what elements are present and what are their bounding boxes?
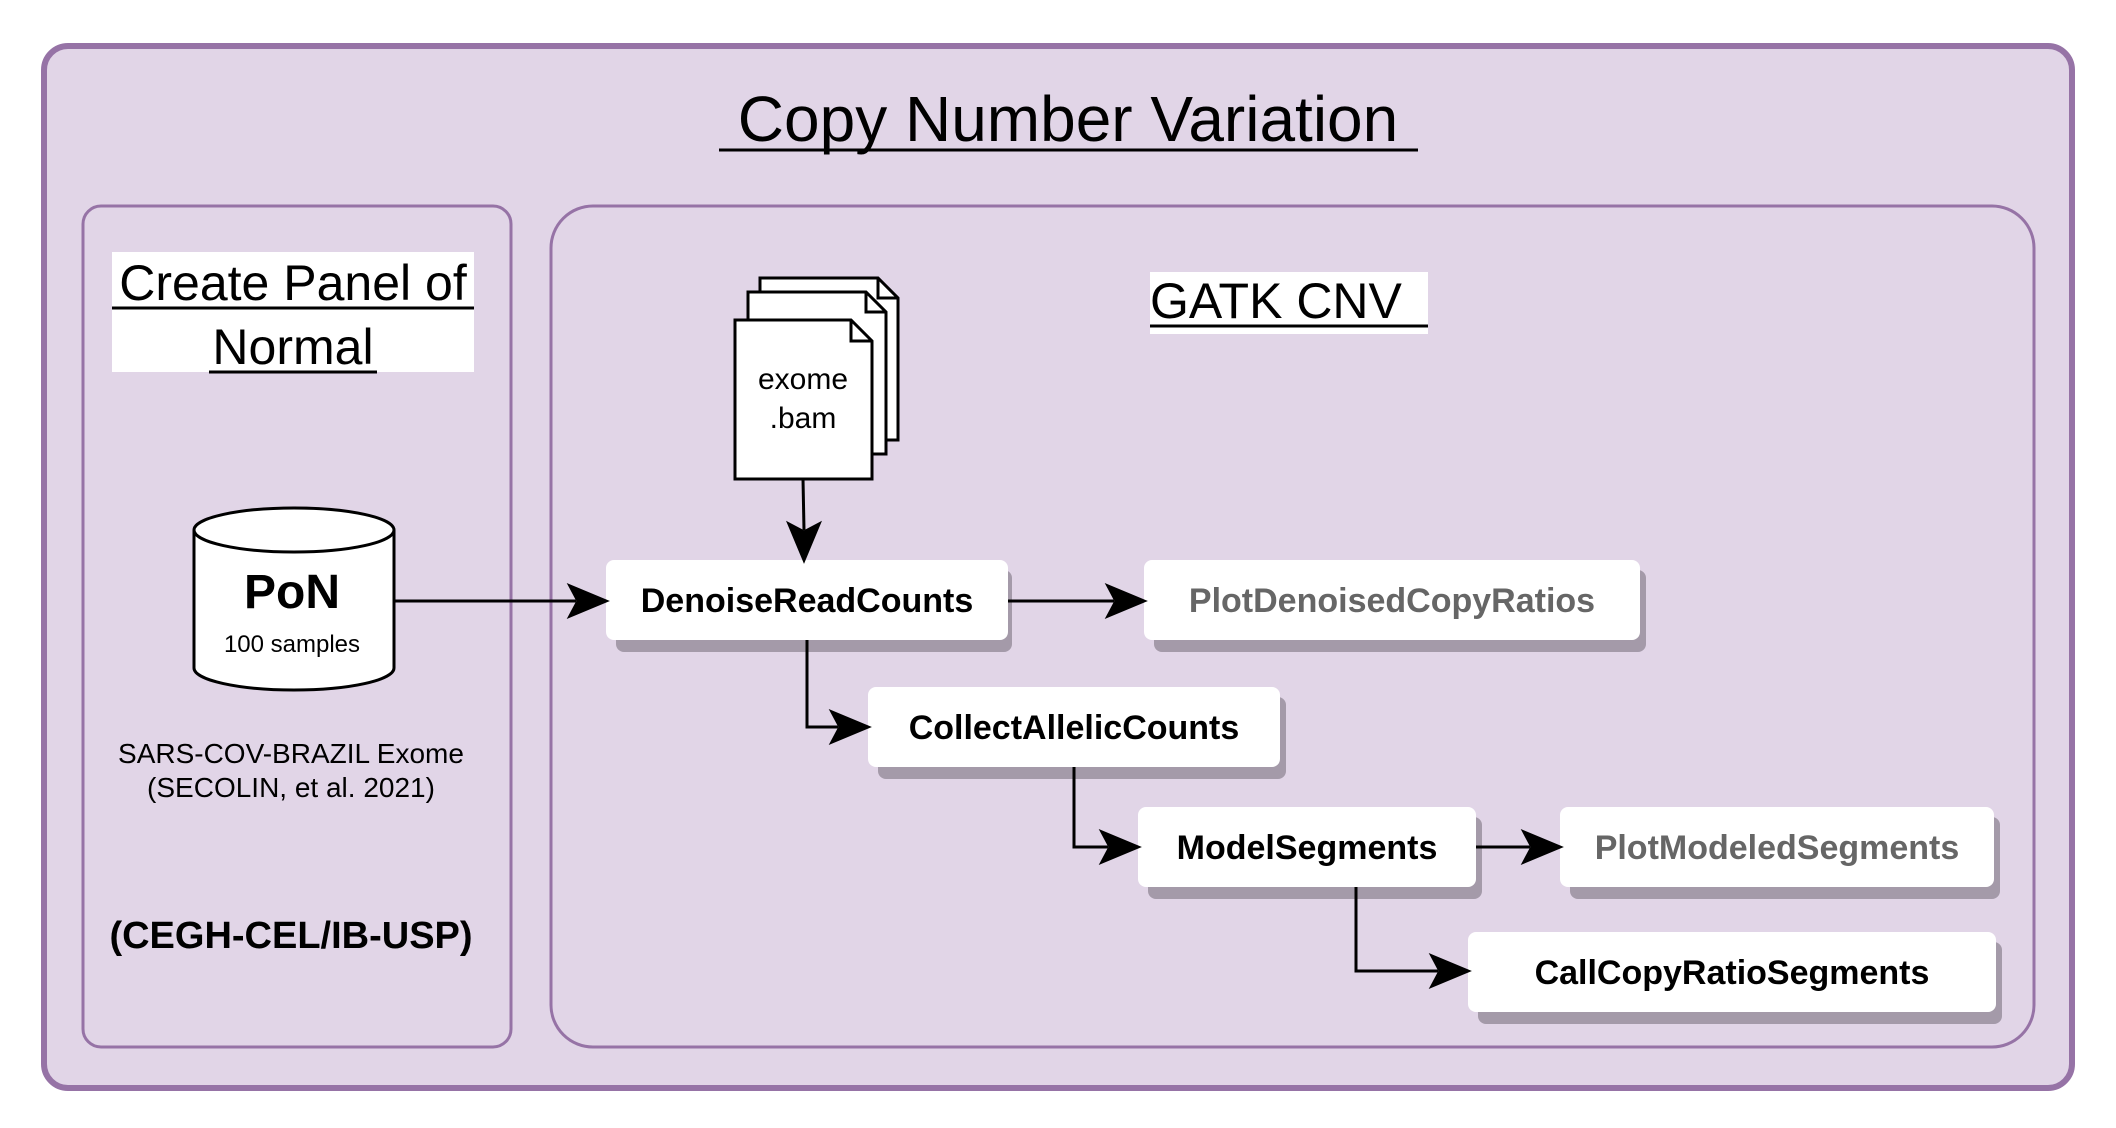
arrowhead-denoise-to-plot-denoised: [1104, 583, 1148, 619]
left-panel-title-line2: Normal: [212, 319, 373, 375]
plot-denoised-copy-ratios-label: PlotDenoisedCopyRatios: [1189, 582, 1595, 620]
arrowhead-model-to-plot-modeled: [1520, 829, 1564, 865]
connectors: [394, 478, 1530, 973]
plot-modeled-segments-label: PlotModeledSegments: [1595, 829, 1960, 867]
arrow-bam-to-denoise: [801, 478, 806, 531]
bam-document-label-line1: exome: [758, 363, 848, 396]
pon-source-line1: SARS-COV-BRAZIL Exome: [118, 738, 464, 769]
pon-source-line2: (SECOLIN, et al. 2021): [147, 772, 435, 803]
plot-denoised-copy-ratios-box: [1144, 560, 1640, 640]
left-panel-title-line1: Create Panel of: [119, 255, 467, 311]
denoise-read-counts-label: DenoiseReadCounts: [641, 582, 974, 620]
arrow-model-to-call: [1354, 887, 1438, 973]
denoise-read-counts-box: [606, 560, 1008, 640]
arrowhead-bam-to-denoise: [786, 520, 822, 564]
arrow-denoise-to-collect: [805, 640, 838, 729]
arrow-collect-to-model: [1072, 767, 1108, 849]
diagram-title: Copy Number Variation: [738, 83, 1398, 155]
right-panel-title: GATK CNV: [1150, 273, 1403, 329]
call-copy-ratio-segments-box: [1468, 932, 1996, 1012]
pon-database-icon: [192, 506, 396, 692]
collect-allelic-counts-label: CollectAllelicCounts: [909, 709, 1240, 747]
plot-modeled-segments-box: [1560, 807, 1994, 887]
call-copy-ratio-segments-label: CallCopyRatioSegments: [1535, 954, 1930, 992]
model-segments-box: [1138, 807, 1476, 887]
model-segments-label: ModelSegments: [1177, 829, 1438, 867]
right-panel-title-bg: [1150, 272, 1428, 334]
pon-institution: (CEGH-CEL/IB-USP): [109, 915, 472, 957]
arrowhead-pon-to-denoise: [566, 583, 610, 619]
pon-label: PoN: [244, 566, 340, 619]
bam-document-stack-icon: [733, 276, 900, 481]
pon-sample-count: 100 samples: [224, 631, 360, 658]
arrowheads: [566, 520, 1564, 989]
arrowhead-model-to-call: [1428, 953, 1472, 989]
bam-document-label-line2: .bam: [770, 402, 837, 435]
arrowhead-collect-to-model: [1098, 829, 1142, 865]
collect-allelic-counts-box: [868, 687, 1280, 767]
arrowhead-denoise-to-collect: [828, 709, 872, 745]
left-panel-title-bg: [112, 252, 474, 372]
